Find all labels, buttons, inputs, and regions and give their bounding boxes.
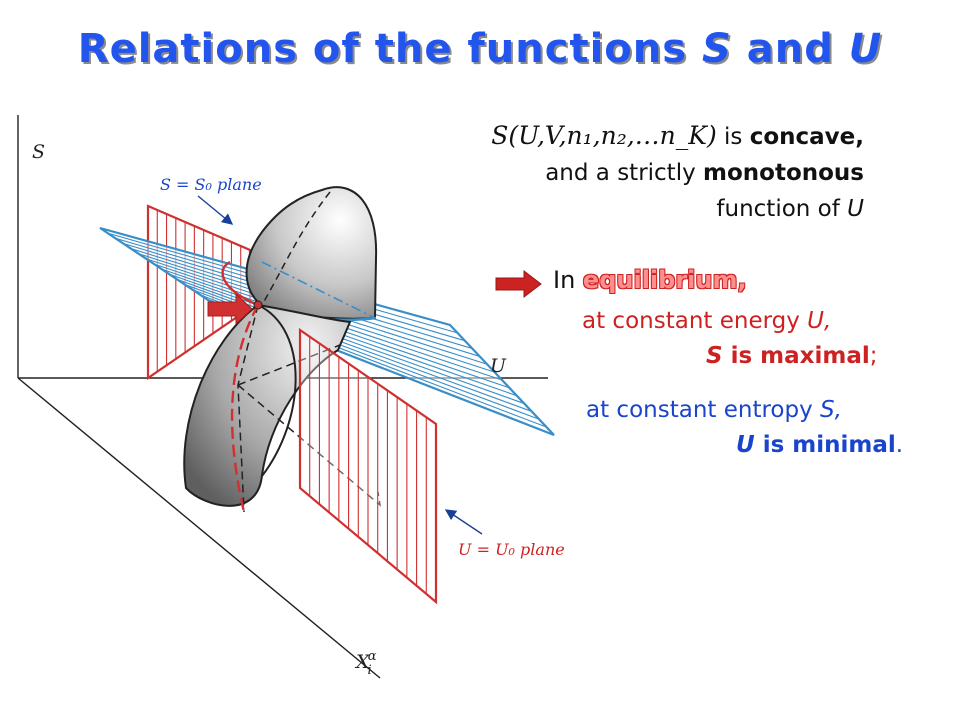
u-minimal-punct: .	[895, 432, 904, 458]
dome-dashed-ridge	[261, 191, 331, 306]
s-maximal-punct: ;	[869, 343, 878, 369]
surface-lower-body	[183, 303, 352, 507]
constant-entropy-line: at constant entropy S,	[586, 393, 842, 427]
equilibrium-arrow-icon	[207, 292, 253, 326]
u-minimal-text: is minimal	[754, 432, 896, 458]
equilibrium-point	[253, 300, 263, 310]
surface-hidden-edges	[237, 304, 382, 513]
constant-energy-line: at constant energy U,	[582, 304, 831, 338]
title-var-s: S	[701, 26, 732, 72]
s-plane-dashdot-line	[261, 261, 376, 319]
u-minimal-line: U is minimal.	[736, 428, 903, 462]
u-plane-front	[298, 327, 438, 605]
slide-title: Relations of the functions S and U	[0, 26, 960, 72]
s-maximal-line: S is maximal;	[706, 339, 878, 373]
u-minimal-var: U	[736, 432, 755, 458]
surface-lower-curve	[257, 304, 297, 477]
axis-label-s: S	[32, 141, 45, 163]
equilibrium-bullet-arrow-icon	[495, 270, 542, 299]
axis-label-u: U	[490, 355, 507, 377]
statement-line-3-text: function of	[716, 196, 848, 222]
statement-line-1: S(U,V,n₁,n₂,…n_K) is concave,	[491, 118, 864, 155]
title-var-u: U	[848, 26, 883, 72]
word-concave: concave,	[749, 124, 864, 150]
title-text: Relations of the functions	[77, 26, 702, 72]
concavity-statement: S(U,V,n₁,n₂,…n_K) is concave, and a stri…	[491, 118, 864, 227]
axis-label-x: Xiα	[354, 649, 377, 678]
entropy-formula: S(U,V,n₁,n₂,…n_K)	[491, 121, 717, 150]
u-plane-label: U = U₀ plane	[458, 540, 565, 559]
statement-line-2-text: and a strictly	[545, 160, 704, 186]
word-equilibrium: equilibrium,	[582, 266, 747, 294]
statement-is: is	[716, 124, 750, 150]
u-plane-pointer	[444, 509, 483, 535]
title-and: and	[731, 26, 849, 72]
s-plane-label: S = S₀ plane	[160, 175, 262, 194]
s-plane-hatch	[176, 278, 525, 405]
constant-entropy-text: at constant entropy	[586, 397, 821, 423]
equilibrium-in: In	[553, 266, 583, 294]
constant-energy-var: U,	[807, 308, 832, 334]
s-plane-pointer	[197, 195, 234, 225]
s-maximal-var: S	[706, 343, 723, 369]
x-axis	[17, 377, 381, 679]
word-monotonous: monotonous	[703, 160, 864, 186]
constant-energy-text: at constant energy	[582, 308, 808, 334]
statement-var-u: U	[847, 196, 864, 222]
u-plane-upper-curve	[221, 260, 259, 307]
equilibrium-heading: In equilibrium,	[553, 266, 747, 294]
statement-line-2: and a strictly monotonous	[491, 155, 864, 191]
constant-entropy-var: S,	[820, 397, 842, 423]
u-plane-intersection-curve	[230, 304, 260, 513]
statement-line-3: function of U	[491, 191, 864, 227]
s-maximal-text: is maximal	[722, 343, 870, 369]
